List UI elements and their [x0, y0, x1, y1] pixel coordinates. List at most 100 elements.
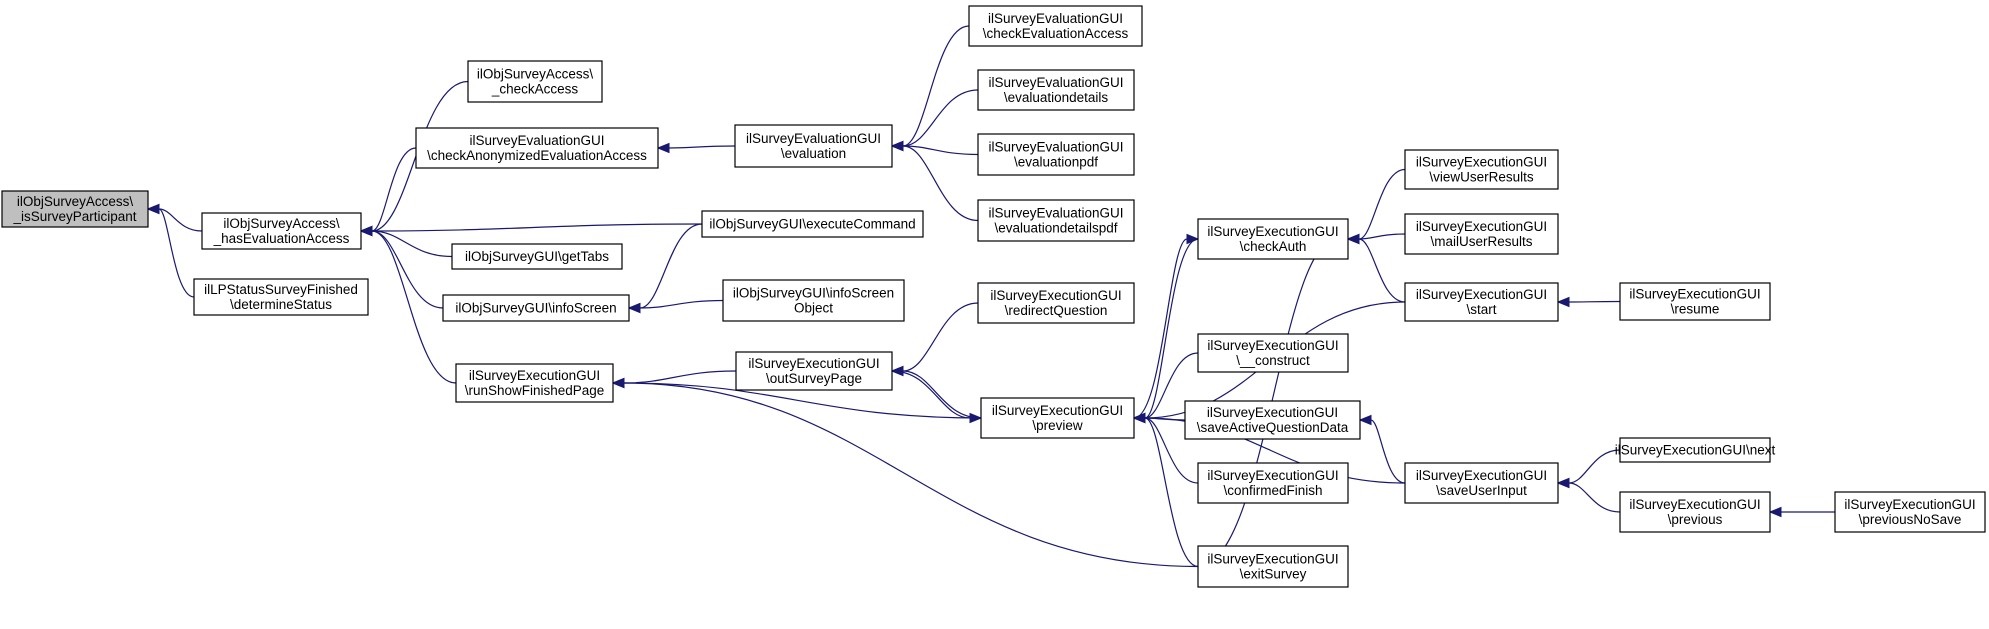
node-box [1404, 282, 1559, 322]
graph-node-n2[interactable]: ilLPStatusSurveyFinished\determineStatus [193, 278, 369, 316]
graph-node-n20[interactable]: ilSurveyExecutionGUI\saveActiveQuestionD… [1184, 400, 1361, 440]
call-edge-n10-to-n6 [627, 299, 724, 314]
edge-line [1144, 417, 1199, 484]
node-label-line: \resume [1671, 302, 1720, 317]
node-box [977, 282, 1135, 324]
node-box [451, 243, 623, 270]
node-label-line: ilSurveyExecutionGUI [990, 288, 1121, 303]
graph-node-n17[interactable]: ilSurveyExecutionGUI\preview [980, 397, 1135, 439]
node-label-line: ilSurveyExecutionGUI [1629, 497, 1760, 512]
graph-node-n12[interactable]: ilSurveyEvaluationGUI\checkEvaluationAcc… [968, 5, 1143, 47]
graph-node-n30[interactable]: ilSurveyExecutionGUI\previousNoSave [1834, 491, 1986, 533]
call-edge-n25-to-n18 [1346, 233, 1406, 303]
node-label-line: ilSurveyExecutionGUI\next [1615, 443, 1776, 458]
node-box [977, 69, 1135, 111]
node-label-line: ilSurveyExecutionGUI [748, 356, 879, 371]
node-label-line: \viewUserResults [1429, 170, 1534, 185]
graph-node-n6[interactable]: ilObjSurveyGUI\infoScreen [442, 294, 630, 322]
edge-line [1144, 417, 1406, 484]
node-label-line: Object [794, 301, 833, 316]
edge-line [902, 89, 979, 147]
node-box [1404, 149, 1559, 190]
graph-node-n11[interactable]: ilSurveyExecutionGUI\outSurveyPage [735, 351, 893, 391]
graph-node-n15[interactable]: ilSurveyEvaluationGUI\evaluationdetailsp… [977, 199, 1135, 242]
graph-node-n8[interactable]: ilSurveyEvaluationGUI\evaluation [734, 124, 893, 168]
graph-node-n16[interactable]: ilSurveyExecutionGUI\redirectQuestion [977, 282, 1135, 324]
node-box [1197, 333, 1349, 373]
node-label-line: \mailUserResults [1430, 234, 1532, 249]
edge-line [623, 382, 1199, 568]
graph-node-n4[interactable]: ilSurveyEvaluationGUI\checkAnonymizedEva… [415, 127, 659, 169]
edge-line [891, 370, 971, 419]
node-label-line: \evaluation [781, 146, 846, 161]
call-edge-n26-to-n20 [1358, 414, 1406, 484]
graph-node-n24[interactable]: ilSurveyExecutionGUI\mailUserResults [1404, 213, 1559, 255]
node-label-line: \checkEvaluationAccess [983, 26, 1129, 41]
node-box [415, 127, 659, 169]
graph-node-n19[interactable]: ilSurveyExecutionGUI\__construct [1197, 333, 1349, 373]
node-box [968, 5, 1143, 47]
graph-node-n3[interactable]: ilObjSurveyAccess\_checkAccess [467, 60, 603, 103]
node-label-line: \checkAuth [1240, 239, 1307, 254]
graph-node-n28[interactable]: ilSurveyExecutionGUI\next [1615, 437, 1776, 463]
node-box [980, 397, 1135, 439]
graph-node-n7[interactable]: ilSurveyExecutionGUI\runShowFinishedPage [455, 363, 614, 403]
arrowhead [611, 377, 625, 389]
graph-node-n21[interactable]: ilSurveyExecutionGUI\confirmedFinish [1197, 462, 1349, 504]
graph-node-n29[interactable]: ilSurveyExecutionGUI\previous [1619, 491, 1771, 533]
node-label-line: ilLPStatusSurveyFinished [204, 282, 358, 297]
edge-line [668, 145, 736, 149]
node-label-line: ilSurveyEvaluationGUI [746, 131, 881, 146]
edge-line [902, 370, 982, 419]
graph-node-n26[interactable]: ilSurveyExecutionGUI\saveUserInput [1404, 462, 1559, 504]
call-edge-n14-to-n8 [890, 140, 979, 156]
edge-line [371, 230, 444, 309]
node-box [1619, 437, 1771, 463]
graph-node-n25[interactable]: ilSurveyExecutionGUI\start [1404, 282, 1559, 322]
call-edge-n17-to-n18 [1133, 233, 1200, 419]
graph-node-n22[interactable]: ilSurveyExecutionGUI\exitSurvey [1197, 545, 1349, 588]
call-edge-n8-to-n4 [656, 142, 736, 154]
graph-node-n14[interactable]: ilSurveyEvaluationGUI\evaluationpdf [977, 133, 1135, 176]
graph-node-n1[interactable]: ilObjSurveyAccess\_hasEvaluationAccess [201, 212, 362, 250]
edge-line [1144, 417, 1199, 568]
graph-node-n13[interactable]: ilSurveyEvaluationGUI\evaluationdetails [977, 69, 1135, 111]
graph-node-n9[interactable]: ilObjSurveyGUI\executeCommand [701, 210, 924, 238]
call-edge-n22-to-n7 [611, 377, 1199, 568]
node-box [977, 199, 1135, 242]
graph-node-n5[interactable]: ilObjSurveyGUI\getTabs [451, 243, 623, 270]
node-label-line: ilSurveyEvaluationGUI [988, 140, 1123, 155]
node-box [977, 133, 1135, 176]
node-label-line: ilSurveyExecutionGUI [1416, 468, 1547, 483]
node-label-line: ilSurveyEvaluationGUI [469, 133, 604, 148]
node-box [1184, 400, 1361, 440]
edge-line [1358, 168, 1406, 240]
graph-node-n18[interactable]: ilSurveyExecutionGUI\checkAuth [1197, 218, 1349, 260]
call-edge-n11-to-n7 [611, 370, 737, 389]
arrowhead [1556, 296, 1570, 308]
node-box [1197, 545, 1349, 588]
node-label-line: ilSurveyExecutionGUI [1207, 338, 1338, 353]
node-box [201, 212, 362, 250]
node-box [1197, 462, 1349, 504]
call-edge-n4-to-n1 [359, 147, 417, 237]
node-label-line: \checkAnonymizedEvaluationAccess [427, 148, 647, 163]
edge-line [158, 208, 203, 232]
arrowhead [969, 412, 983, 424]
graph-node-n0[interactable]: ilObjSurveyAccess\_isSurveyParticipant [1, 190, 149, 228]
arrowhead [1346, 233, 1360, 245]
call-edge-n2-to-n0 [146, 203, 195, 298]
graph-node-n23[interactable]: ilSurveyExecutionGUI\viewUserResults [1404, 149, 1559, 190]
call-edge-n29-to-n26 [1556, 477, 1621, 513]
graph-node-n27[interactable]: ilSurveyExecutionGUI\resume [1619, 282, 1771, 321]
node-label-line: \saveUserInput [1436, 483, 1527, 498]
node-box [734, 124, 893, 168]
node-label-line: \exitSurvey [1240, 567, 1307, 582]
node-label-line: ilObjSurveyGUI\infoScreen [733, 286, 894, 301]
call-edge-n16-to-n11 [890, 302, 979, 377]
node-label-line: _isSurveyParticipant [12, 209, 136, 224]
arrowhead [1556, 477, 1570, 489]
